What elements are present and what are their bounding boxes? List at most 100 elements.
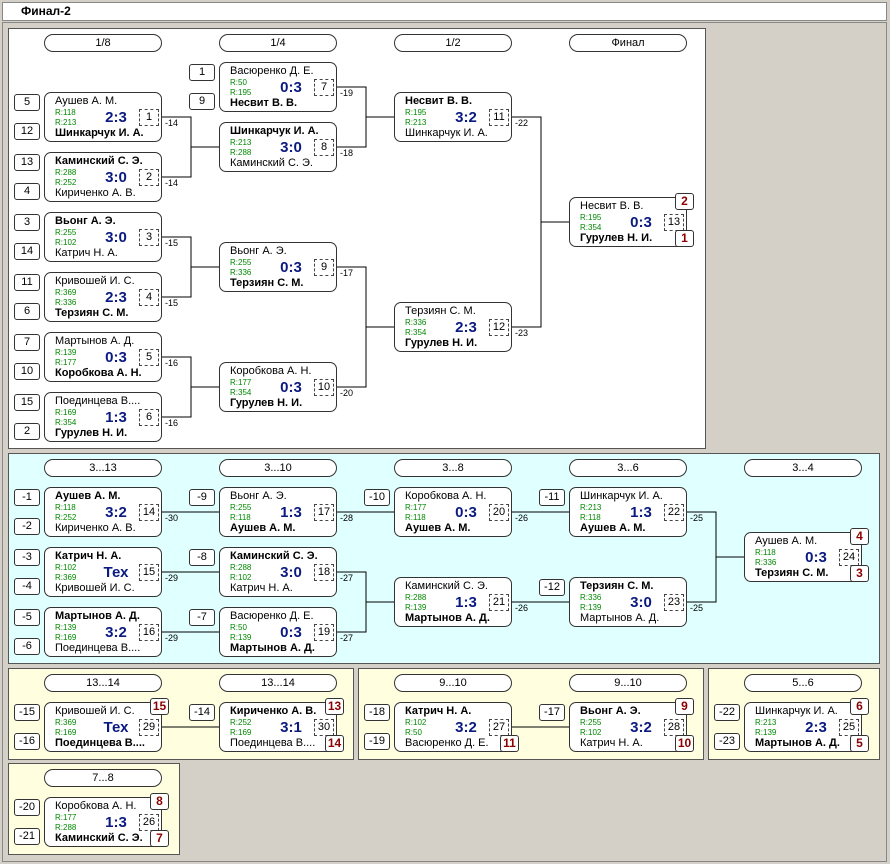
- match-score: 3:1: [280, 719, 302, 736]
- player-2-rating: R:369: [55, 573, 77, 582]
- player-1-name: Кривошей И. С.: [55, 275, 135, 287]
- seed-box: -17: [539, 704, 565, 721]
- seed-box: 15: [14, 394, 40, 411]
- player-1-rating: R:255: [580, 718, 602, 727]
- round-label-3-4: 3...4: [744, 459, 862, 477]
- match-score: 0:3: [280, 259, 302, 276]
- match-score: 3:2: [630, 719, 652, 736]
- seed-box: -9: [189, 489, 215, 506]
- match-number: 21: [489, 594, 509, 611]
- place-box: 15: [150, 698, 169, 715]
- match-score: 3:0: [105, 169, 127, 186]
- match-number: 12: [489, 319, 509, 336]
- round-label-final: Финал: [569, 34, 687, 52]
- place-box: 9: [675, 698, 694, 715]
- match-number: 25: [839, 719, 859, 736]
- match-number: 22: [664, 504, 684, 521]
- round-label-3-10: 3...10: [219, 459, 337, 477]
- player-2-rating: R:288: [55, 823, 77, 832]
- seed-box: 5: [14, 94, 40, 111]
- match-number: 28: [664, 719, 684, 736]
- loser-destination: -27: [340, 573, 354, 583]
- seed-box: 3: [14, 214, 40, 231]
- player-1-rating: R:50: [230, 623, 247, 632]
- loser-destination: -15: [165, 298, 179, 308]
- place-box: 8: [150, 793, 169, 810]
- seed-box: -2: [14, 518, 40, 535]
- match-number: 3: [139, 229, 159, 246]
- player-2-rating: R:118: [405, 513, 426, 522]
- match-score: 2:3: [105, 289, 127, 306]
- seed-box: -6: [14, 638, 40, 655]
- player-1-name: Аушев А. М.: [755, 535, 818, 547]
- player-1-rating: R:139: [55, 623, 77, 632]
- connector-line: [687, 511, 717, 603]
- player-1-name: Катрич Н. А.: [55, 550, 122, 562]
- place-box: 6: [850, 698, 869, 715]
- place-box: 10: [675, 735, 694, 752]
- player-1-name: Вьонг А. Э.: [230, 245, 287, 257]
- player-2-rating: R:102: [580, 728, 602, 737]
- loser-destination: -30: [165, 513, 179, 523]
- player-1-name: Аушев А. М.: [55, 95, 118, 107]
- match-number: 5: [139, 349, 159, 366]
- match-score: 3:0: [630, 594, 652, 611]
- loser-destination: -29: [165, 573, 179, 583]
- match-number: 4: [139, 289, 159, 306]
- player-1-name: Шинкарчук И. А.: [230, 125, 319, 137]
- loser-destination: -22: [515, 118, 529, 128]
- player-1-name: Вьонг А. Э.: [580, 705, 641, 717]
- loser-destination: -16: [165, 358, 179, 368]
- round-label-1-4: 1/4: [219, 34, 337, 52]
- loser-destination: -17: [340, 268, 354, 278]
- player-1-name: Васюренко Д. Е.: [230, 65, 314, 77]
- player-2-rating: R:139: [580, 603, 602, 612]
- match-number: 2: [139, 169, 159, 186]
- loser-destination: -23: [515, 328, 529, 338]
- player-2-name: Каминский С. Э.: [230, 157, 313, 169]
- seed-box: -1: [14, 489, 40, 506]
- player-1-name: Катрич Н. А.: [405, 705, 472, 717]
- match-number: 6: [139, 409, 159, 426]
- player-2-rating: R:336: [755, 558, 777, 567]
- player-1-name: Вьонг А. Э.: [230, 490, 287, 502]
- seed-box: -10: [364, 489, 390, 506]
- seed-box: 12: [14, 123, 40, 140]
- match-score: 0:3: [280, 379, 302, 396]
- loser-destination: -27: [340, 633, 354, 643]
- player-1-rating: R:288: [230, 563, 252, 572]
- player-2-rating: R:102: [55, 238, 77, 247]
- match-score: 3:0: [280, 139, 302, 156]
- player-1-rating: R:255: [230, 503, 252, 512]
